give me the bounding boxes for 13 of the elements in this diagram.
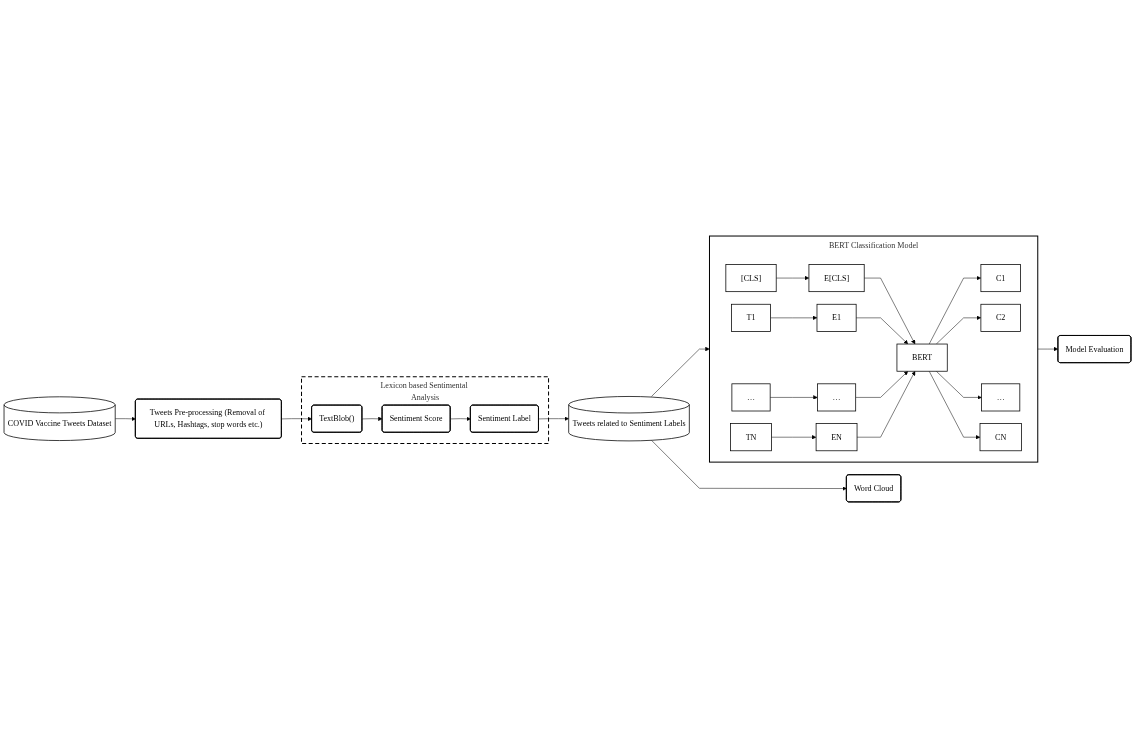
node-box: BERT xyxy=(896,343,948,372)
node-box: T1 xyxy=(731,303,771,332)
node-box: TN xyxy=(730,423,772,452)
node-box: CN xyxy=(979,423,1022,452)
node-box: … xyxy=(731,383,771,412)
node-box: … xyxy=(981,383,1021,412)
node-box: EN xyxy=(815,423,858,452)
node-box: [CLS] xyxy=(725,264,777,293)
node-box: C2 xyxy=(980,303,1021,332)
node-box: E[CLS] xyxy=(808,264,865,293)
node-box: … xyxy=(817,383,857,412)
node-box: C1 xyxy=(980,264,1021,293)
node-box: E1 xyxy=(816,303,857,332)
